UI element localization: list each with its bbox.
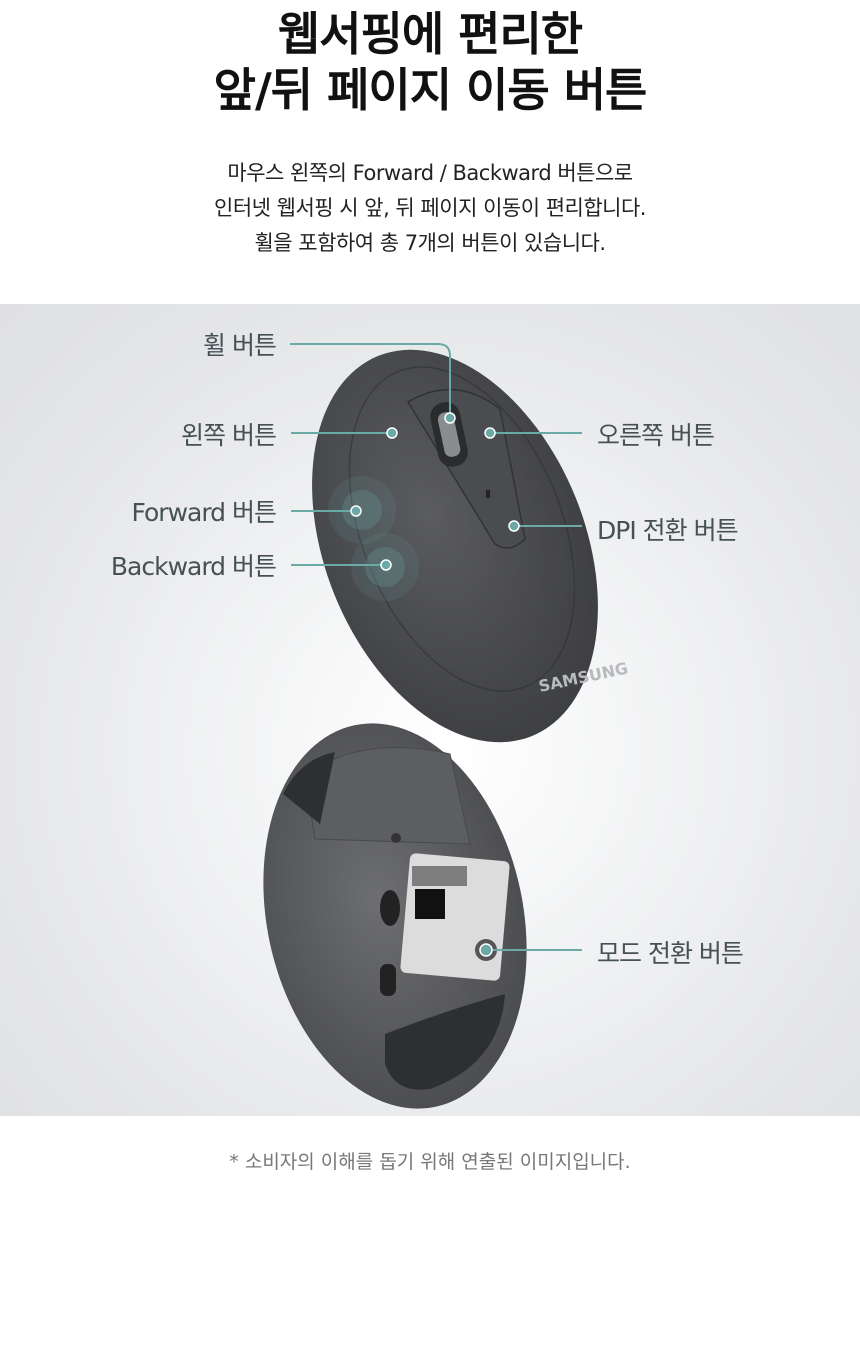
description-line-3: 휠을 포함하여 총 7개의 버튼이 있습니다. xyxy=(254,231,606,255)
label-right-button: 오른쪽 버튼 xyxy=(597,421,715,450)
label-mode-button: 모드 전환 버튼 xyxy=(597,939,744,968)
footnote: * 소비자의 이해를 돕기 위해 연출된 이미지입니다. xyxy=(229,1151,631,1173)
title-line-1: 웹서핑에 편리한 xyxy=(277,7,583,61)
mouse-bottom-view xyxy=(263,723,527,1109)
leader-lines xyxy=(290,343,582,951)
label-backward-button: Backward 버튼 xyxy=(110,552,277,581)
button-markers xyxy=(350,412,520,957)
label-left-button: 왼쪽 버튼 xyxy=(181,421,277,450)
description-line-2: 인터넷 웹서핑 시 앞, 뒤 페이지 이동이 편리합니다. xyxy=(214,196,646,220)
mouse-diagram: SAMSUNG xyxy=(0,304,860,1116)
description-line-1: 마우스 왼쪽의 Forward / Backward 버튼으로 xyxy=(227,161,633,185)
page-title: 웹서핑에 편리한 앞/뒤 페이지 이동 버튼 xyxy=(0,6,860,118)
label-dpi-button: DPI 전환 버튼 xyxy=(597,516,739,545)
description: 마우스 왼쪽의 Forward / Backward 버튼으로 인터넷 웹서핑 … xyxy=(0,156,860,261)
label-forward-button: Forward 버튼 xyxy=(131,498,277,527)
title-line-2: 앞/뒤 페이지 이동 버튼 xyxy=(213,63,648,117)
mouse-top-view: SAMSUNG xyxy=(312,349,630,743)
label-wheel-button: 휠 버튼 xyxy=(203,331,277,360)
mouse-illustration: SAMSUNG xyxy=(263,343,630,1109)
